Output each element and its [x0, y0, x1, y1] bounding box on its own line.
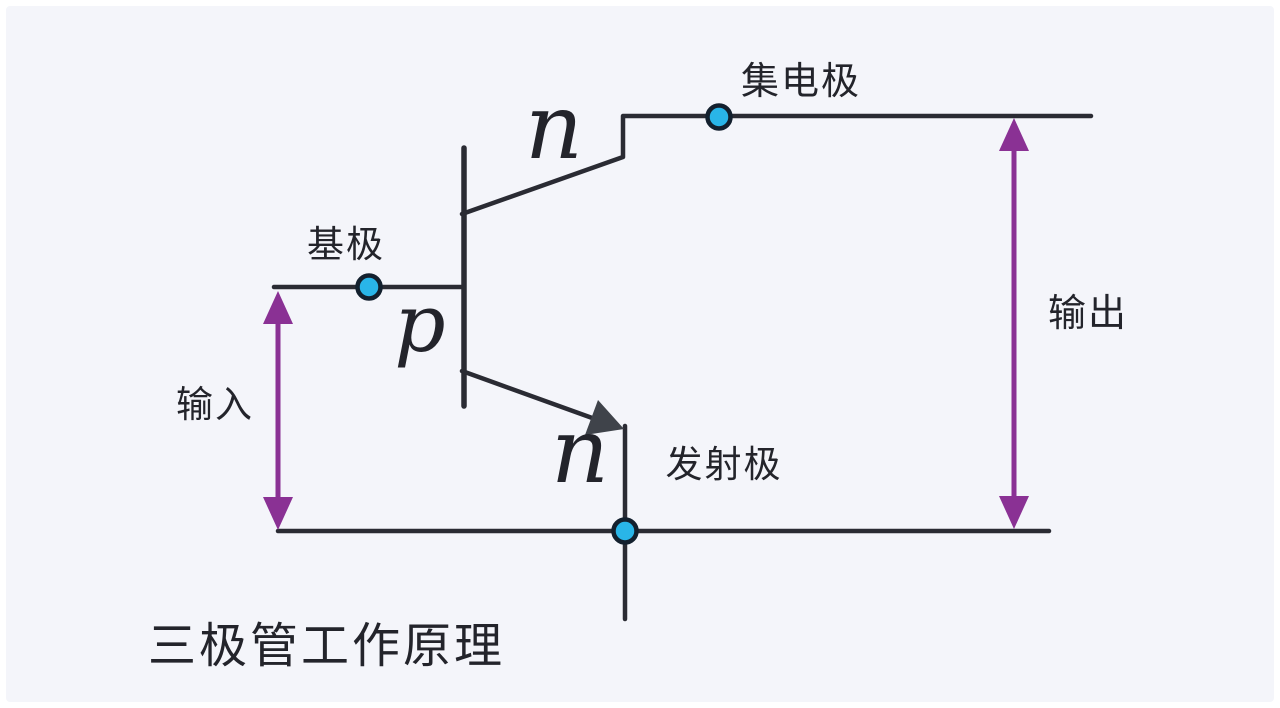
emitter-label: 发射极: [666, 444, 783, 485]
region-p-label: p: [394, 277, 445, 370]
output-arrow: [999, 118, 1029, 529]
diagram-canvas: 集电极 基极 发射极 输入 输出 n p n 三极管工作原理: [148, 61, 1128, 673]
base-terminal-dot: [355, 273, 383, 301]
input-arrow-down-icon: [263, 497, 293, 530]
output-label: 输出: [1048, 293, 1128, 335]
output-arrow-down-icon: [999, 496, 1029, 529]
region-n-bottom-label: n: [551, 399, 609, 504]
output-arrow-up-icon: [999, 118, 1029, 151]
emitter-diagonal-wire: [459, 368, 598, 422]
collector-label: 集电极: [741, 61, 861, 103]
emitter-arrowhead-icon: [585, 400, 624, 435]
collector-wire: [459, 113, 1094, 217]
input-arrow: [263, 291, 293, 530]
region-n-top-label: n: [525, 75, 583, 180]
input-arrow-up-icon: [263, 291, 293, 324]
page-title: 三极管工作原理: [148, 620, 505, 673]
base-label: 基极: [307, 224, 385, 265]
input-label: 输入: [176, 384, 254, 425]
emitter-terminal-dot: [611, 517, 639, 545]
collector-terminal-dot: [705, 103, 733, 131]
